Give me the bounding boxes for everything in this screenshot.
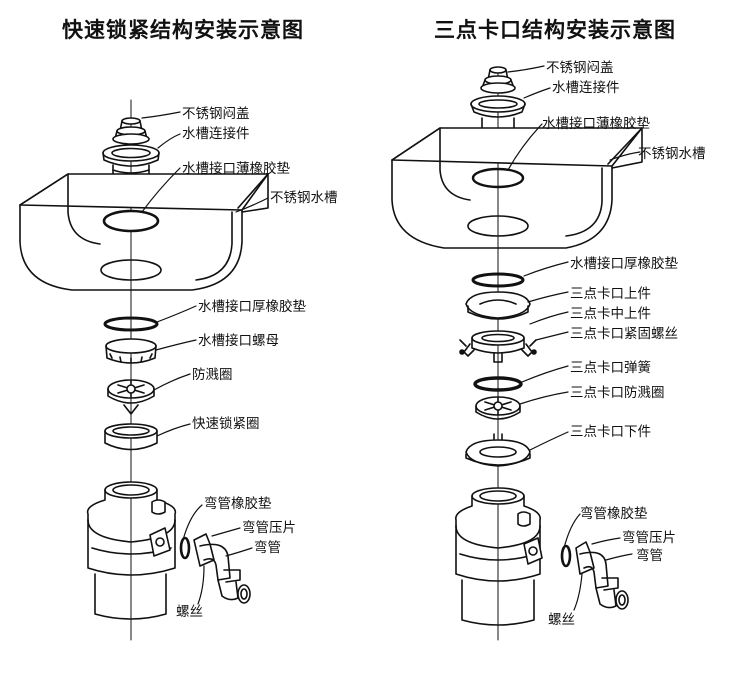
elbow-assembly-part [560,541,629,610]
label-sink: 不锈钢水槽 [270,190,338,206]
label-nut: 水槽接口螺母 [198,333,279,349]
thick-gasket-part [471,272,525,288]
label-elbow-clamp: 弯管压片 [622,530,676,546]
cap-part [480,66,516,94]
quick-lock-panel: 快速锁紧结构安装示意图 [19,18,338,641]
label-spring: 三点卡口弹簧 [570,360,651,376]
label-sink: 不锈钢水槽 [638,146,706,162]
label-connector: 水槽连接件 [552,80,620,96]
label-elbow-clamp: 弯管压片 [242,520,296,536]
three-point-drawing [391,65,643,641]
lower-part [465,433,531,467]
leader-lines [507,65,641,611]
connector-part [102,144,160,184]
label-middle-upper: 三点卡中上件 [570,306,651,322]
spring-part [473,376,523,392]
lock-ring-part [104,423,158,451]
disposer-unit-part [455,487,543,626]
quick-lock-title: 快速锁紧结构安装示意图 [62,18,304,42]
label-cap: 不锈钢闷盖 [182,106,250,122]
thick-gasket-part [103,316,159,332]
label-screw: 螺丝 [548,612,575,628]
three-point-panel: 三点卡口结构安装示意图 [370,0,740,674]
splash-guard-part [107,379,155,415]
elbow-assembly-part [179,533,251,604]
nut-part [105,338,157,364]
sink-part [19,173,269,291]
label-cap: 不锈钢闷盖 [546,60,614,76]
middle-upper-part [459,330,537,363]
label-lock-ring: 快速锁紧圈 [192,416,260,432]
label-thin-gasket: 水槽接口薄橡胶垫 [182,161,290,177]
sink-part [391,127,643,249]
label-upper: 三点卡口上件 [570,286,651,302]
quick-lock-drawing [19,99,269,641]
disposer-unit-part [86,481,177,620]
label-elbow: 弯管 [254,540,281,556]
label-screws: 三点卡口紧固螺丝 [570,326,678,342]
label-splash: 三点卡口防溅圈 [570,385,665,401]
three-point-title: 三点卡口结构安装示意图 [434,18,676,42]
upper-part [465,291,531,320]
label-elbow-gasket: 弯管橡胶垫 [580,506,648,522]
cap-part [112,117,150,145]
label-elbow-gasket: 弯管橡胶垫 [204,496,272,512]
label-connector: 水槽连接件 [182,126,250,142]
label-thick-gasket: 水槽接口厚橡胶垫 [198,299,306,315]
label-thin-gasket: 水槽接口薄橡胶垫 [542,116,650,132]
label-thick-gasket: 水槽接口厚橡胶垫 [570,256,678,272]
label-elbow: 弯管 [636,548,663,564]
splash-guard-part [475,396,521,420]
label-screw: 螺丝 [176,604,203,620]
leader-lines [141,111,269,605]
label-splash: 防溅圈 [192,367,233,383]
label-lower: 三点卡口下件 [570,424,651,440]
